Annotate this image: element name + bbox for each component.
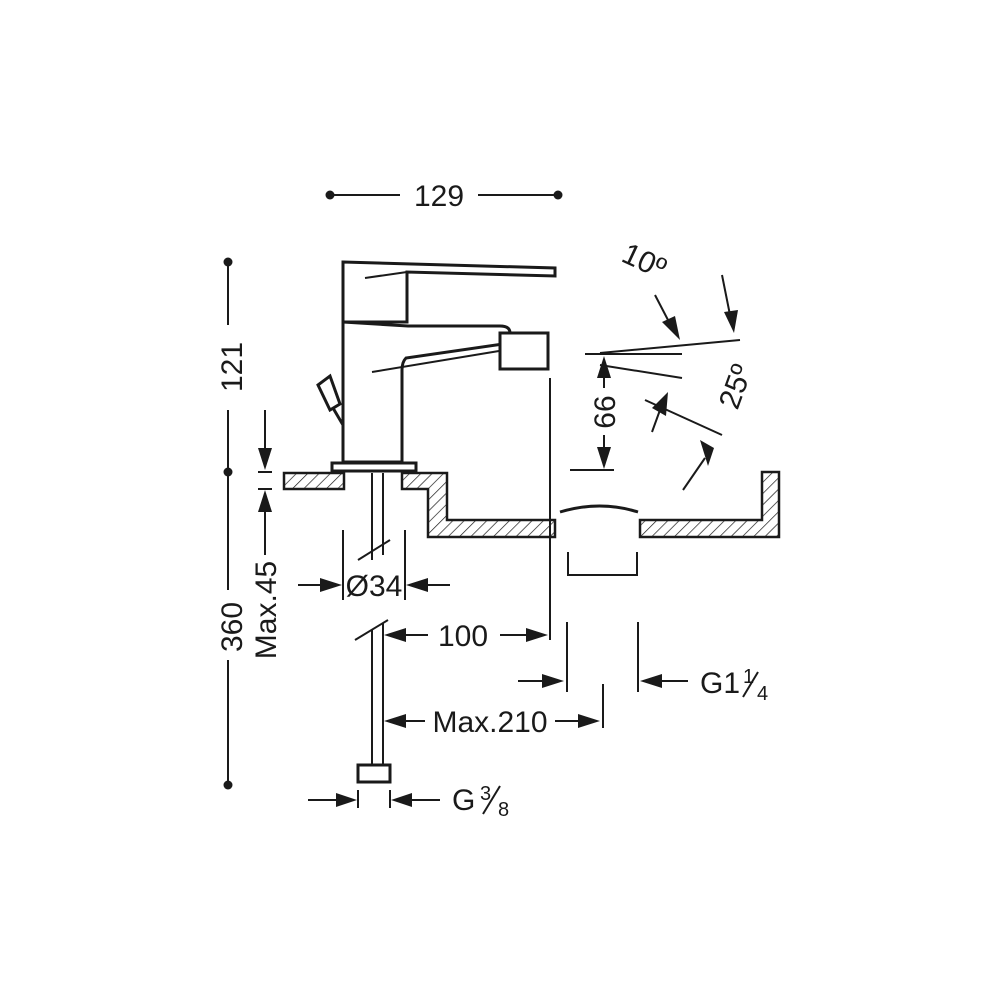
width-label: 129 (414, 180, 464, 213)
pop-up-rod (316, 373, 345, 426)
dimension-angle-upper: 10º (599, 237, 741, 354)
supply-thread-frac-num: 3 (480, 783, 491, 805)
dimension-tail-height: 66 (570, 353, 682, 471)
waste-thread-frac-num: 1 (743, 666, 754, 688)
dimension-width-129: 129 (325, 180, 563, 213)
max-reach-label: Max.210 (432, 706, 547, 739)
spout-reach-label: 100 (438, 620, 488, 653)
angle-upper-label: 10º (617, 237, 671, 286)
supply-hose (354, 473, 392, 784)
dimension-max-reach: Max.210 (384, 684, 604, 739)
dimension-waste-thread: G1 1 4 (518, 622, 768, 705)
max-deck-label: Max.45 (250, 561, 283, 659)
dimension-supply-thread: G 3 8 (308, 783, 509, 821)
waste-thread-main: G1 (700, 667, 740, 700)
angle-lower-label: 25º (713, 360, 759, 413)
dimension-max-deck: Max.45 (250, 410, 283, 659)
height-upper-label: 121 (216, 342, 249, 392)
supply-thread-frac-den: 8 (498, 799, 509, 821)
deck-sections (282, 470, 781, 576)
height-total-label: 360 (216, 602, 249, 652)
faucet-body (316, 260, 557, 473)
dimension-spout-reach: 100 (384, 378, 551, 653)
diameter-label: Ø34 (346, 570, 403, 603)
dimension-angle-lower: 25º (599, 360, 759, 491)
supply-thread-main: G (452, 784, 475, 817)
tail-height-label: 66 (589, 395, 622, 428)
waste-thread-frac-den: 4 (757, 683, 768, 705)
dimension-diameter: Ø34 (298, 530, 450, 603)
dimension-height-left: 121 360 (216, 257, 249, 790)
